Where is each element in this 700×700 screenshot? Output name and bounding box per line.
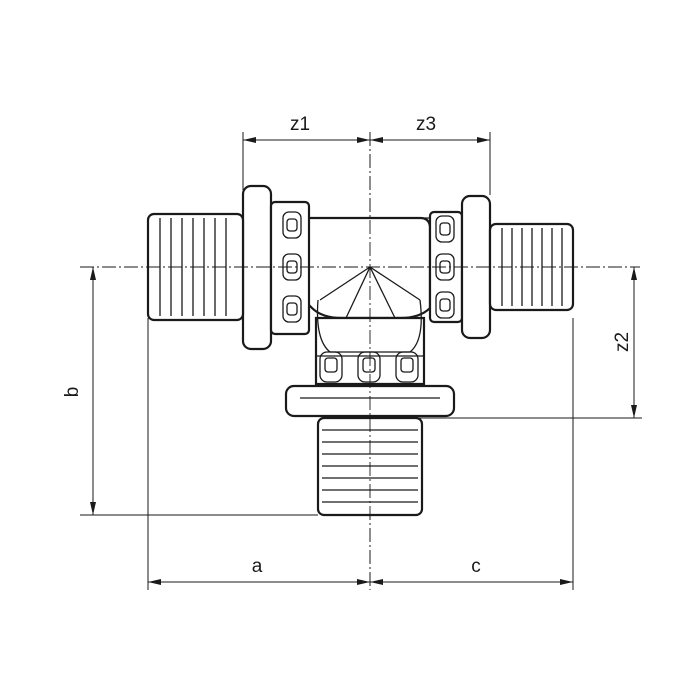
fitting-body — [298, 216, 432, 386]
extension-lines — [80, 132, 642, 590]
dim-label-b: b — [62, 387, 83, 398]
dimension-z1-z3: z1 z3 — [243, 114, 490, 143]
dim-label-z1: z1 — [290, 114, 310, 135]
dim-label-a: a — [252, 556, 263, 577]
dimension-b: b — [62, 267, 96, 515]
dim-label-z3: z3 — [416, 114, 436, 135]
dimension-z2: z2 — [612, 267, 637, 418]
dim-label-c: c — [471, 556, 481, 577]
left-outlet — [146, 184, 311, 351]
dim-label-z2: z2 — [612, 332, 633, 352]
centerlines-overlay — [80, 132, 640, 590]
dimension-a-c: a c — [148, 556, 573, 585]
